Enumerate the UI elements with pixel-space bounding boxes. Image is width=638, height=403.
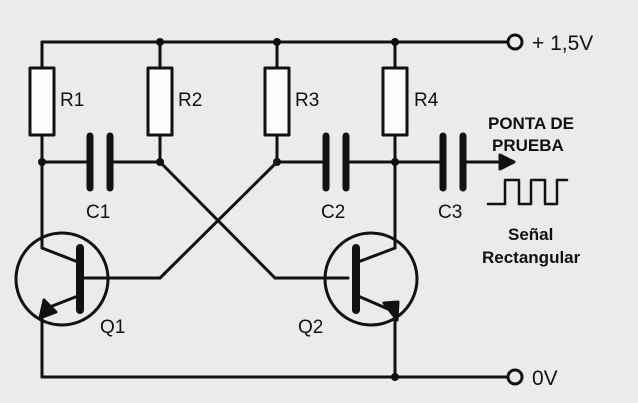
label-c1: C1 — [86, 202, 110, 223]
label-c3: C3 — [438, 202, 462, 223]
resistor-r4 — [381, 40, 409, 164]
label-c2: C2 — [321, 202, 345, 223]
label-q2: Q2 — [298, 317, 323, 338]
ground-rail — [40, 368, 524, 386]
supply-terminal[interactable] — [506, 33, 524, 51]
capacitor-c1 — [40, 132, 162, 192]
probe-arrow — [488, 153, 516, 171]
signal-label-line2: Rectangular — [482, 248, 581, 267]
probe-label-line2: PRUEBA — [492, 136, 564, 155]
probe-label-line1: PONTA DE — [488, 114, 574, 133]
capacitor-c2 — [275, 132, 397, 192]
supply-rail — [40, 33, 524, 51]
square-wave-icon — [486, 178, 569, 206]
transistor-q1 — [14, 231, 110, 327]
label-q1: Q1 — [100, 317, 125, 338]
label-r1: R1 — [60, 90, 84, 111]
resistor-r3 — [263, 40, 291, 164]
label-r2: R2 — [178, 90, 202, 111]
label-ground: 0V — [532, 367, 558, 390]
resistor-r1 — [28, 40, 56, 164]
transistor-q2 — [323, 231, 419, 327]
ground-terminal[interactable] — [506, 368, 524, 386]
cross-coupling — [82, 160, 350, 280]
capacitor-c3 — [393, 132, 492, 192]
label-r3: R3 — [295, 90, 319, 111]
resistor-r2 — [146, 40, 174, 164]
signal-label-line1: Señal — [508, 225, 553, 244]
label-supply: + 1,5V — [532, 32, 593, 55]
label-r4: R4 — [414, 90, 439, 111]
